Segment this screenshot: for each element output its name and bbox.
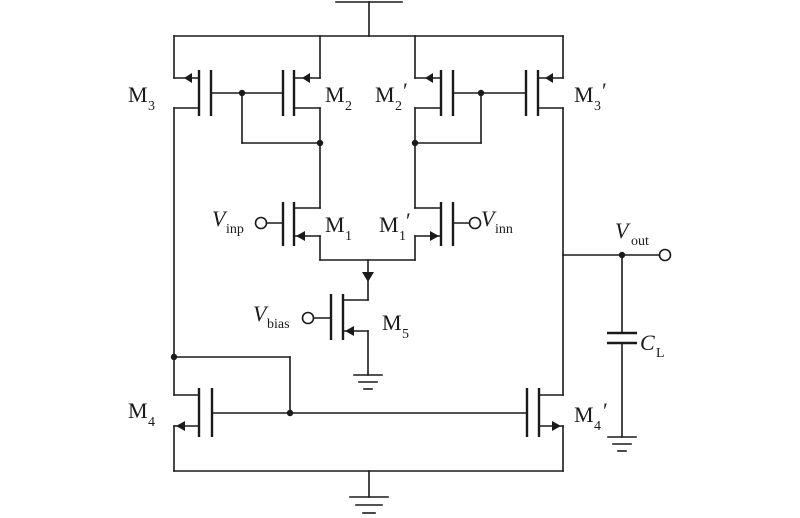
label-m1-prime: M 1 ′	[379, 208, 411, 244]
transistor-m4-prime	[525, 388, 564, 472]
svg-text:1: 1	[399, 229, 406, 244]
transistor-m2	[281, 70, 321, 209]
svg-text:′: ′	[602, 78, 607, 103]
ground-cl	[607, 436, 637, 452]
svg-text:4: 4	[594, 419, 601, 434]
label-m5: M 5	[382, 310, 409, 342]
svg-text:out: out	[631, 234, 649, 249]
label-m1: M 1	[325, 212, 352, 244]
label-vinn: V inn	[481, 206, 513, 237]
svg-text:V: V	[212, 206, 228, 231]
svg-text:4: 4	[148, 415, 155, 430]
svg-text:1: 1	[345, 229, 352, 244]
svg-text:′: ′	[406, 208, 411, 233]
svg-text:2: 2	[395, 99, 402, 114]
label-m2: M 2	[325, 82, 352, 114]
mirror-net	[170, 353, 528, 417]
transistor-m1-prime	[414, 202, 482, 261]
transistor-m3	[173, 70, 213, 358]
svg-text:3: 3	[594, 99, 601, 114]
svg-text:V: V	[481, 206, 497, 231]
transistor-m5	[301, 294, 369, 376]
label-vbias: V bias	[253, 301, 290, 332]
svg-text:V: V	[253, 301, 269, 326]
label-m3-prime: M 3 ′	[574, 78, 607, 114]
svg-text:inp: inp	[226, 222, 244, 237]
svg-text:3: 3	[148, 99, 155, 114]
label-m3: M 3	[128, 82, 155, 114]
transistor-m3-prime	[524, 70, 564, 396]
bottom-rail	[173, 470, 564, 498]
gate-net-right	[411, 89, 527, 147]
ground-main	[349, 496, 389, 514]
transistor-m4	[173, 356, 214, 472]
svg-text:M: M	[574, 82, 594, 107]
transistor-m2-prime	[414, 70, 455, 209]
svg-text:M: M	[379, 212, 399, 237]
svg-text:M: M	[128, 398, 148, 423]
svg-text:bias: bias	[267, 317, 290, 332]
label-m4-prime: M 4 ′	[574, 398, 608, 434]
ground-m5	[353, 374, 383, 390]
label-m4: M 4	[128, 398, 155, 430]
svg-text:M: M	[325, 82, 345, 107]
svg-text:′: ′	[403, 78, 408, 103]
svg-text:5: 5	[402, 327, 409, 342]
svg-text:M: M	[574, 402, 594, 427]
tail-node	[319, 259, 416, 301]
svg-text:C: C	[640, 330, 655, 355]
output-node	[562, 248, 672, 262]
gate-net-left	[210, 89, 324, 147]
svg-text:inn: inn	[495, 222, 513, 237]
label-m2-prime: M 2 ′	[375, 78, 408, 114]
svg-text:V: V	[615, 218, 631, 243]
svg-text:M: M	[325, 212, 345, 237]
capacitor-cl	[607, 254, 637, 438]
svg-text:2: 2	[345, 99, 352, 114]
label-vout: V out	[615, 218, 649, 249]
label-cl: C L	[640, 330, 665, 361]
label-vinp: V inp	[212, 206, 244, 237]
svg-text:M: M	[128, 82, 148, 107]
transistor-m1	[254, 202, 321, 261]
svg-text:M: M	[382, 310, 402, 335]
svg-text:M: M	[375, 82, 395, 107]
svg-text:L: L	[656, 346, 665, 361]
vdd-supply	[173, 1, 564, 79]
svg-text:′: ′	[603, 398, 608, 423]
